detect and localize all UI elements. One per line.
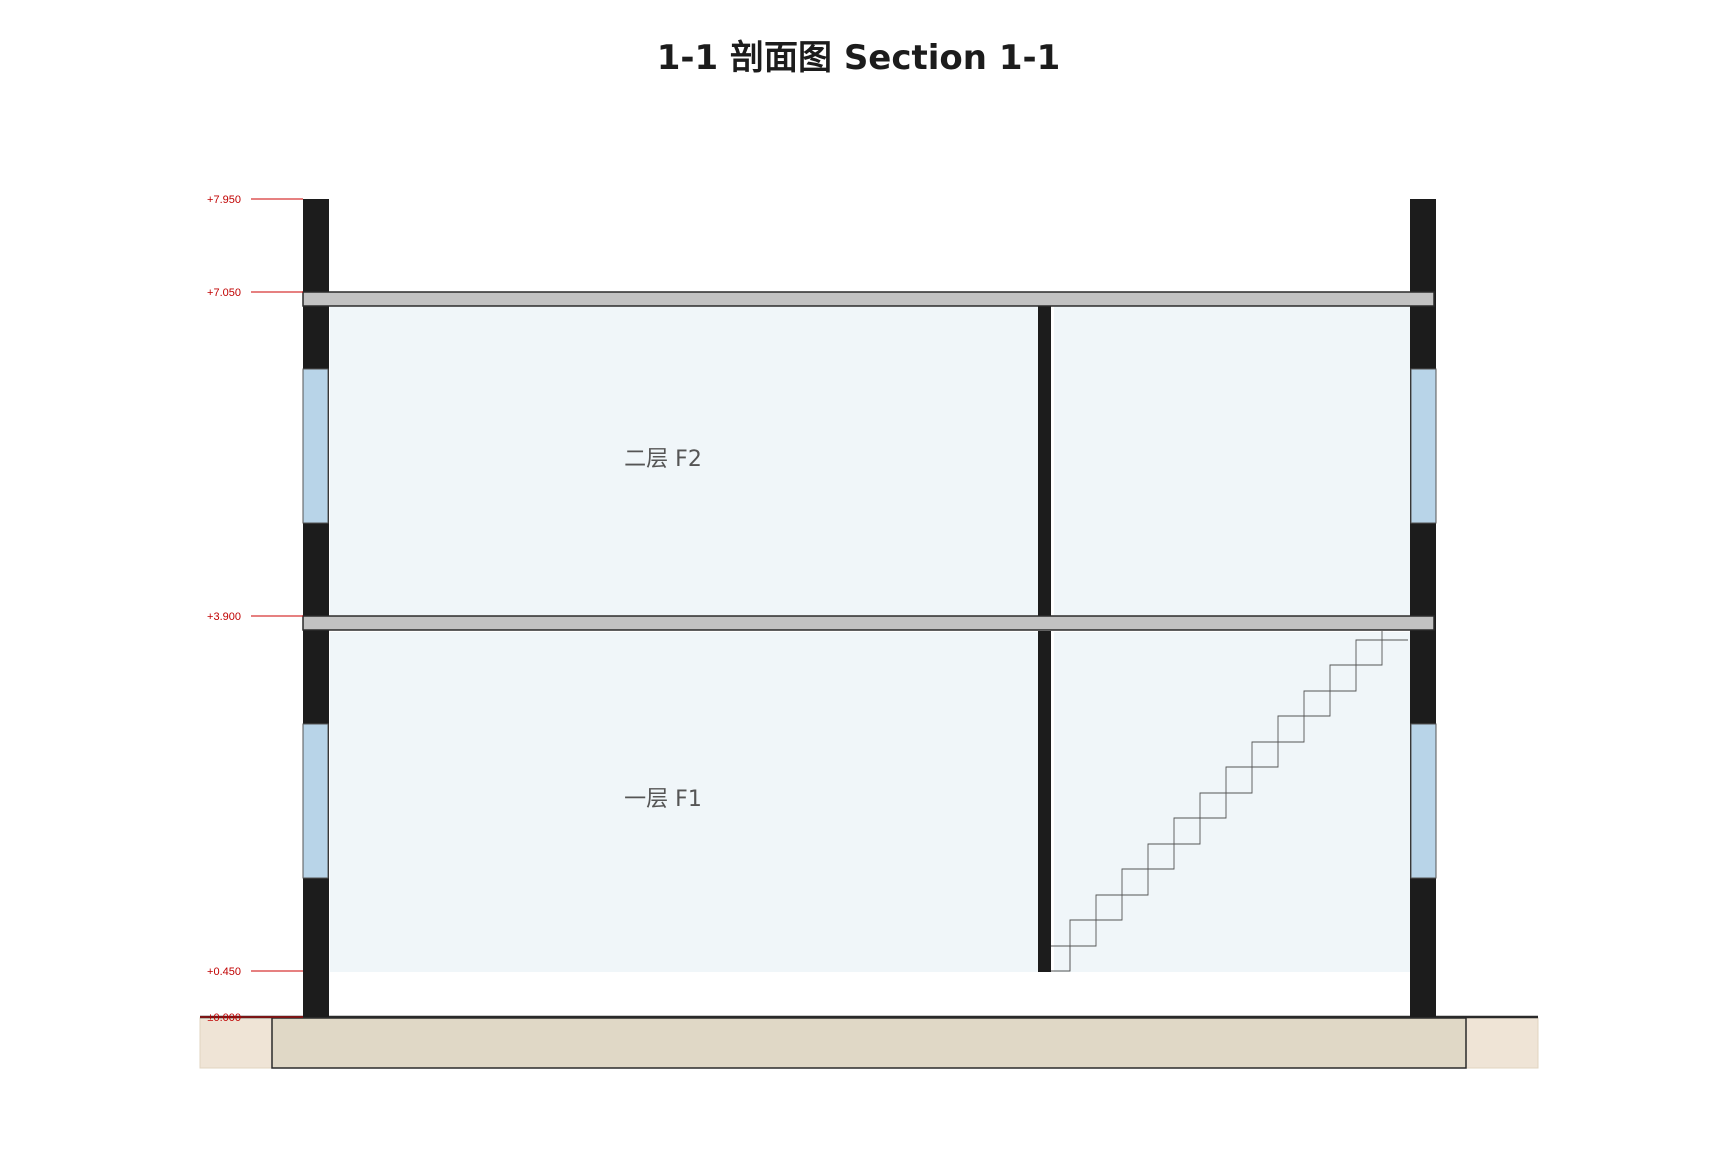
elevation-label-0: +7.950 bbox=[207, 194, 241, 206]
window-f1-left bbox=[302, 723, 329, 879]
interior-wall-f1 bbox=[1038, 631, 1051, 972]
stair bbox=[1051, 631, 1408, 972]
room-f2-left-fill bbox=[330, 305, 1042, 615]
room-label-f2: 二层 F2 bbox=[624, 447, 702, 472]
elevation-label-3: +0.450 bbox=[207, 966, 241, 978]
drawing-title: 1-1 剖面图 Section 1-1 bbox=[656, 38, 1061, 78]
exterior-wall-right bbox=[1410, 199, 1436, 1017]
roof-slab bbox=[302, 291, 1435, 307]
window-f1-right bbox=[1410, 723, 1437, 879]
window-f2-left bbox=[302, 368, 329, 524]
room-label-f1: 一层 F1 bbox=[624, 787, 702, 812]
interior-wall-f2 bbox=[1038, 305, 1051, 616]
exterior-wall-left bbox=[303, 199, 329, 1017]
elevation-marks: +7.950 +7.050 +3.900 +0.450 ±0.000 bbox=[200, 194, 303, 1024]
ground-fill-right bbox=[1465, 1017, 1539, 1069]
floor-slab-f2 bbox=[302, 615, 1435, 631]
room-f1-left-fill bbox=[330, 632, 1042, 972]
foundation bbox=[271, 1017, 1467, 1069]
elevation-label-2: +3.900 bbox=[207, 611, 241, 623]
room-f2-right-fill bbox=[1054, 305, 1416, 615]
room-f1-right-fill bbox=[1054, 632, 1416, 972]
window-f2-right bbox=[1410, 368, 1437, 524]
elevation-label-4: ±0.000 bbox=[207, 1012, 241, 1024]
ground-fill-left bbox=[199, 1017, 273, 1069]
elevation-label-1: +7.050 bbox=[207, 287, 241, 299]
